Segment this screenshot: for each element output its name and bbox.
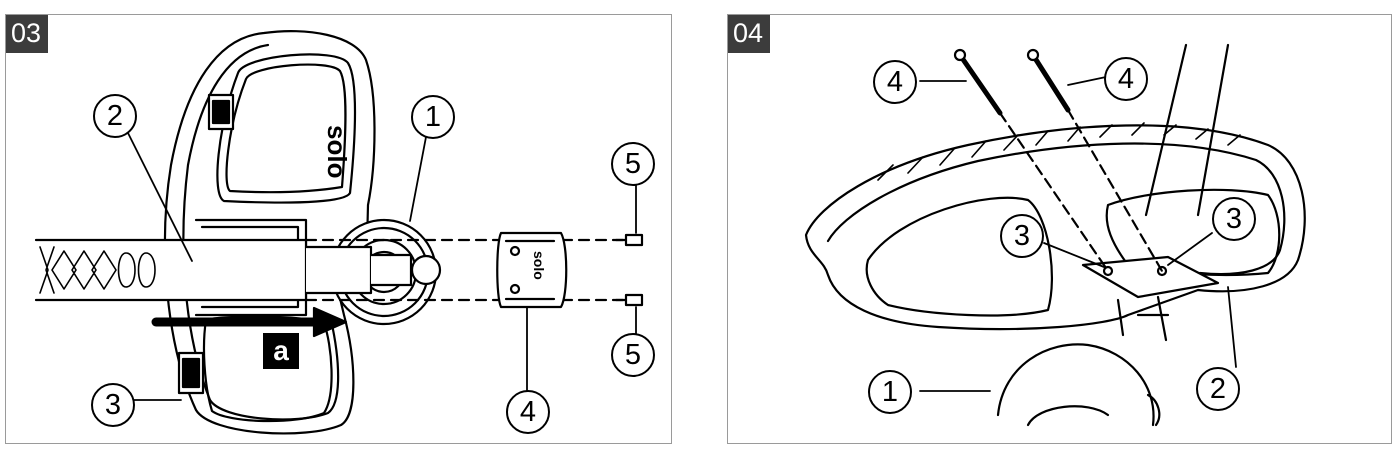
figure-03-panel: 03 <box>5 14 672 444</box>
callout-4-right: 4 <box>1104 57 1148 101</box>
callout-2: 2 <box>1196 367 1240 411</box>
screw-right <box>1030 52 1071 113</box>
callout-4-left: 4 <box>873 60 917 104</box>
callout-5-top: 5 <box>611 142 655 186</box>
grass-guard-shell <box>804 124 1306 331</box>
figure-04-panel: 04 <box>727 14 1392 444</box>
trimmer-head <box>996 343 1155 427</box>
callout-1: 1 <box>868 370 912 414</box>
callout-5-bottom: 5 <box>611 333 655 377</box>
screw-top <box>614 233 644 247</box>
direction-label-a: a <box>263 333 299 369</box>
mounting-cover <box>496 231 568 309</box>
grass-guard-shell <box>163 30 376 435</box>
callout-3-left: 3 <box>1000 214 1044 258</box>
screw-bottom <box>614 293 644 307</box>
mount-bracket <box>1081 255 1220 299</box>
cover-brand-logo: solo <box>531 251 547 280</box>
figure-number: 03 <box>6 15 49 53</box>
callout-4: 4 <box>506 390 550 434</box>
callout-3: 3 <box>91 383 135 427</box>
figure-number: 04 <box>728 15 771 53</box>
callout-3-right: 3 <box>1212 197 1256 241</box>
callout-1: 1 <box>411 95 455 139</box>
screw-left <box>957 52 1003 116</box>
guard-brand-logo: solo <box>322 125 352 178</box>
figure-04-illustration <box>804 43 1306 427</box>
callout-2: 2 <box>93 94 137 138</box>
figure-03-illustration: solo solo <box>34 30 644 435</box>
